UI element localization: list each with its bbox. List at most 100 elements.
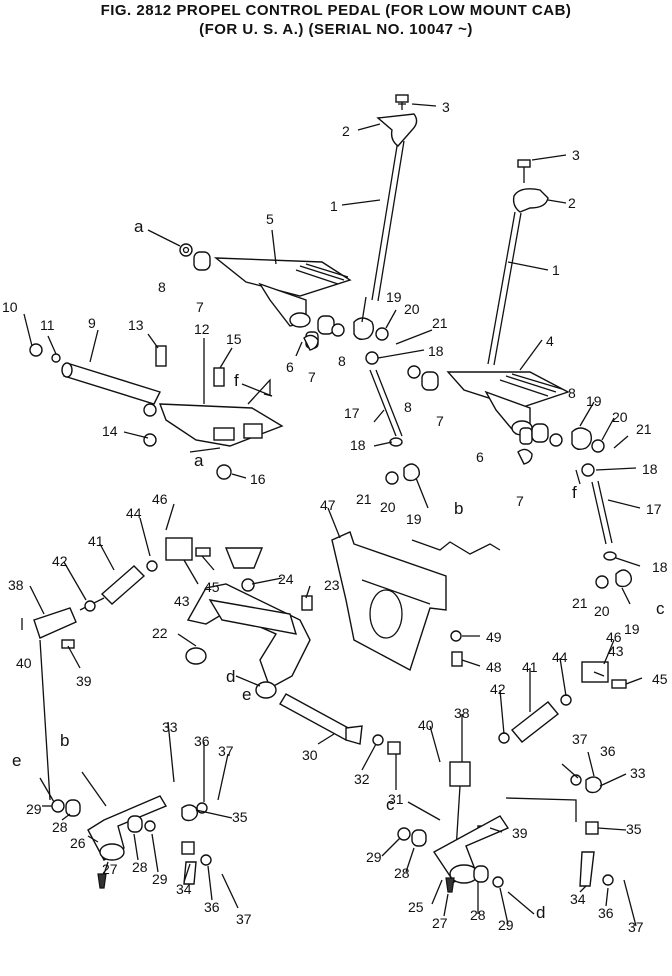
callout-label: 28 [52,819,68,835]
callout-label: 20 [404,301,420,317]
callout-label: 18 [652,559,668,575]
callout-label: 36 [194,733,210,749]
callout-label: 11 [40,317,55,333]
control-rod-left [371,94,418,302]
callout-label: 7 [516,493,524,509]
callout-label: 17 [646,501,662,517]
figure-title: FIG. 2812 PROPEL CONTROL PEDAL (FOR LOW … [100,2,572,19]
callout-label: 21 [572,595,588,611]
leader-lines [21,103,643,927]
callout-label: 20 [380,499,396,515]
callout-label: 8 [338,353,346,369]
callout-label: 8 [158,279,166,295]
pedal-left [213,257,375,341]
callout-label: 37 [236,911,252,927]
callout-label: 36 [598,905,614,921]
callout-label: 20 [594,603,610,619]
callout-label: 28 [470,907,486,923]
callout-label: 32 [354,771,370,787]
callout-label: 8 [568,385,576,401]
callout-label: 6 [286,359,294,375]
callout-label: 38 [454,705,470,721]
callout-label: 25 [408,899,424,915]
lever-assembly [185,547,401,755]
callout-label: 27 [102,861,118,877]
callout-label: 17 [344,405,360,421]
callout-label: 43 [608,643,624,659]
callout-label: 39 [512,825,528,841]
hardware-upper [29,243,633,589]
callout-label: 30 [302,747,318,763]
callout-label: 9 [88,315,96,331]
callout-label: 20 [612,409,628,425]
callout-label: 39 [76,673,92,689]
callout-label: b [454,499,463,518]
knob-left-icon [376,113,418,147]
callout-label: 24 [278,571,294,587]
callout-label: 46 [152,491,168,507]
callout-label: 13 [128,317,144,333]
callout-label: 19 [386,289,402,305]
callout-label: 36 [600,743,616,759]
callout-label: 22 [152,625,168,641]
callout-label: d [226,667,235,686]
callout-label: a [134,217,144,236]
callout-label: 8 [404,399,412,415]
callout-label: 15 [226,331,242,347]
callout-labels: 3 2 3 2 1 1 a 5 8 7 10 11 9 13 12 15 f 1… [2,99,668,935]
callout-label: 19 [624,621,640,637]
control-rod-right [487,159,549,366]
callout-label: 42 [52,553,68,569]
callout-label: 47 [320,497,336,513]
callout-label: 46 [606,629,622,645]
callout-label: 31 [388,791,404,807]
callout-label: 45 [204,579,220,595]
figure-subtitle: (FOR U. S. A.) (SERIAL NO. 10047 ~) [199,21,473,38]
callout-label: 21 [636,421,652,437]
callout-label: c [656,599,665,618]
callout-label: 7 [436,413,444,429]
callout-label: 34 [176,881,192,897]
callout-label: 19 [586,393,602,409]
callout-label: 5 [266,211,274,227]
callout-label: 28 [394,865,410,881]
callout-label: 2 [568,195,576,211]
callout-label: 16 [250,471,266,487]
callout-label: 23 [324,577,340,593]
callout-label: 18 [642,461,658,477]
callout-label: 44 [552,649,568,665]
callout-label: 35 [626,821,642,837]
callout-label: 26 [70,835,86,851]
callout-label: 19 [406,511,422,527]
callout-label: 35 [232,809,248,825]
callout-label: 29 [26,801,42,817]
callout-label: 12 [194,321,210,337]
callout-label: 38 [8,577,24,593]
callout-label: e [12,751,21,770]
callout-label: 2 [342,123,350,139]
callout-label: a [194,451,204,470]
callout-label: 34 [570,891,586,907]
callout-label: 27 [432,915,448,931]
callout-label: 42 [490,681,506,697]
callout-label: 29 [152,871,168,887]
callout-label: b [60,731,69,750]
callout-label: 6 [476,449,484,465]
shaft-and-bracket-left [61,362,284,447]
callout-label: 1 [330,198,338,214]
callout-label: 49 [486,629,502,645]
callout-label: 7 [308,369,316,385]
callout-label: c [386,795,395,814]
callout-label: 18 [428,343,444,359]
callout-label: 41 [88,533,104,549]
callout-label: 33 [162,719,178,735]
callout-label: 40 [418,717,434,733]
callout-label: 21 [356,491,372,507]
callout-label: 3 [572,147,580,163]
callout-label: 28 [132,859,148,875]
callout-label: f [234,371,239,390]
linkage-left [33,537,211,801]
callout-label: 37 [218,743,234,759]
callout-label: 3 [442,99,450,115]
callout-label: 29 [498,917,514,933]
